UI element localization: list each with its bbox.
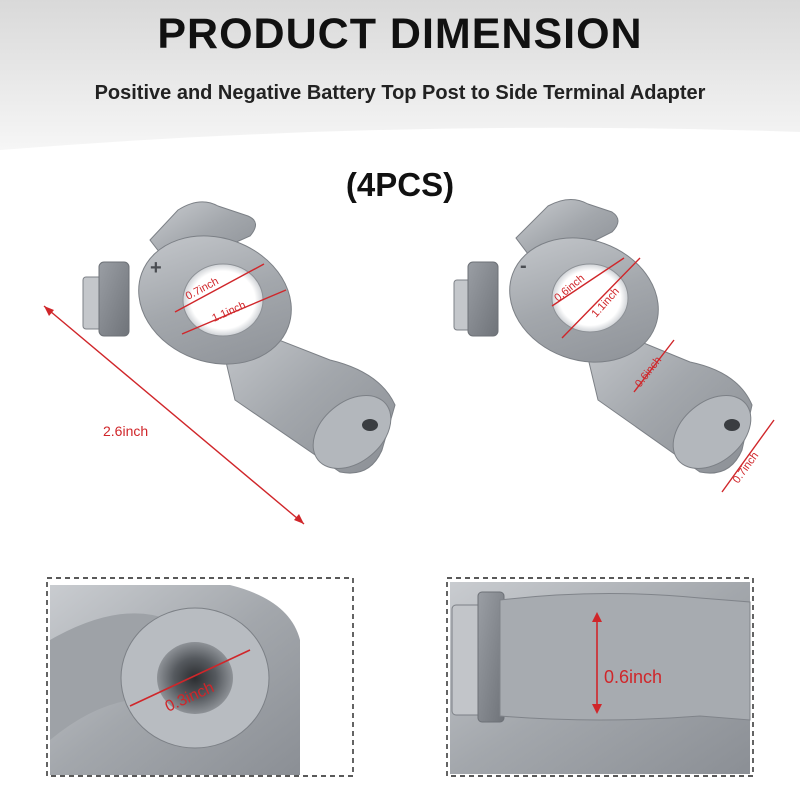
side-terminal-end [312, 395, 392, 469]
thread-dimension-line [129, 649, 251, 707]
hole-outer-line [181, 289, 287, 335]
arrow-head-icon [294, 514, 304, 524]
arrow-head-icon [592, 612, 602, 622]
arrow-head-icon [44, 306, 54, 316]
thread-hole-icon [724, 419, 740, 431]
hole-inner-line [551, 257, 625, 307]
post-hole [182, 263, 264, 337]
page-subtitle: Positive and Negative Battery Top Post t… [94, 82, 706, 104]
length-label: 2.6inch [103, 423, 148, 439]
positive-terminal: + [82, 201, 396, 474]
nut [98, 261, 130, 337]
side-terminal-end [672, 395, 752, 469]
polarity-plus-icon: + [150, 257, 162, 279]
polarity-minus-icon: - [520, 255, 527, 277]
detail-height-panel: 0.6inch [446, 577, 754, 777]
page-title: PRODUCT DIMENSION [157, 10, 643, 58]
package-count: (4PCS) [345, 166, 455, 203]
hole-outer-line [561, 257, 641, 339]
negative-terminal: - [453, 199, 753, 474]
end-line [721, 419, 775, 493]
detail-ring-side [499, 592, 751, 721]
length-line [43, 305, 305, 525]
hole-inner-line [174, 263, 265, 313]
detail-thread-panel: 0.3inch [46, 577, 354, 777]
height-label: 0.6inch [604, 667, 662, 687]
arrow-head-icon [592, 704, 602, 714]
thread-hole-icon [362, 419, 378, 431]
post-hole [551, 263, 629, 333]
nut [467, 261, 499, 337]
neck-line [633, 339, 675, 393]
detail-thread-hole [157, 642, 233, 714]
